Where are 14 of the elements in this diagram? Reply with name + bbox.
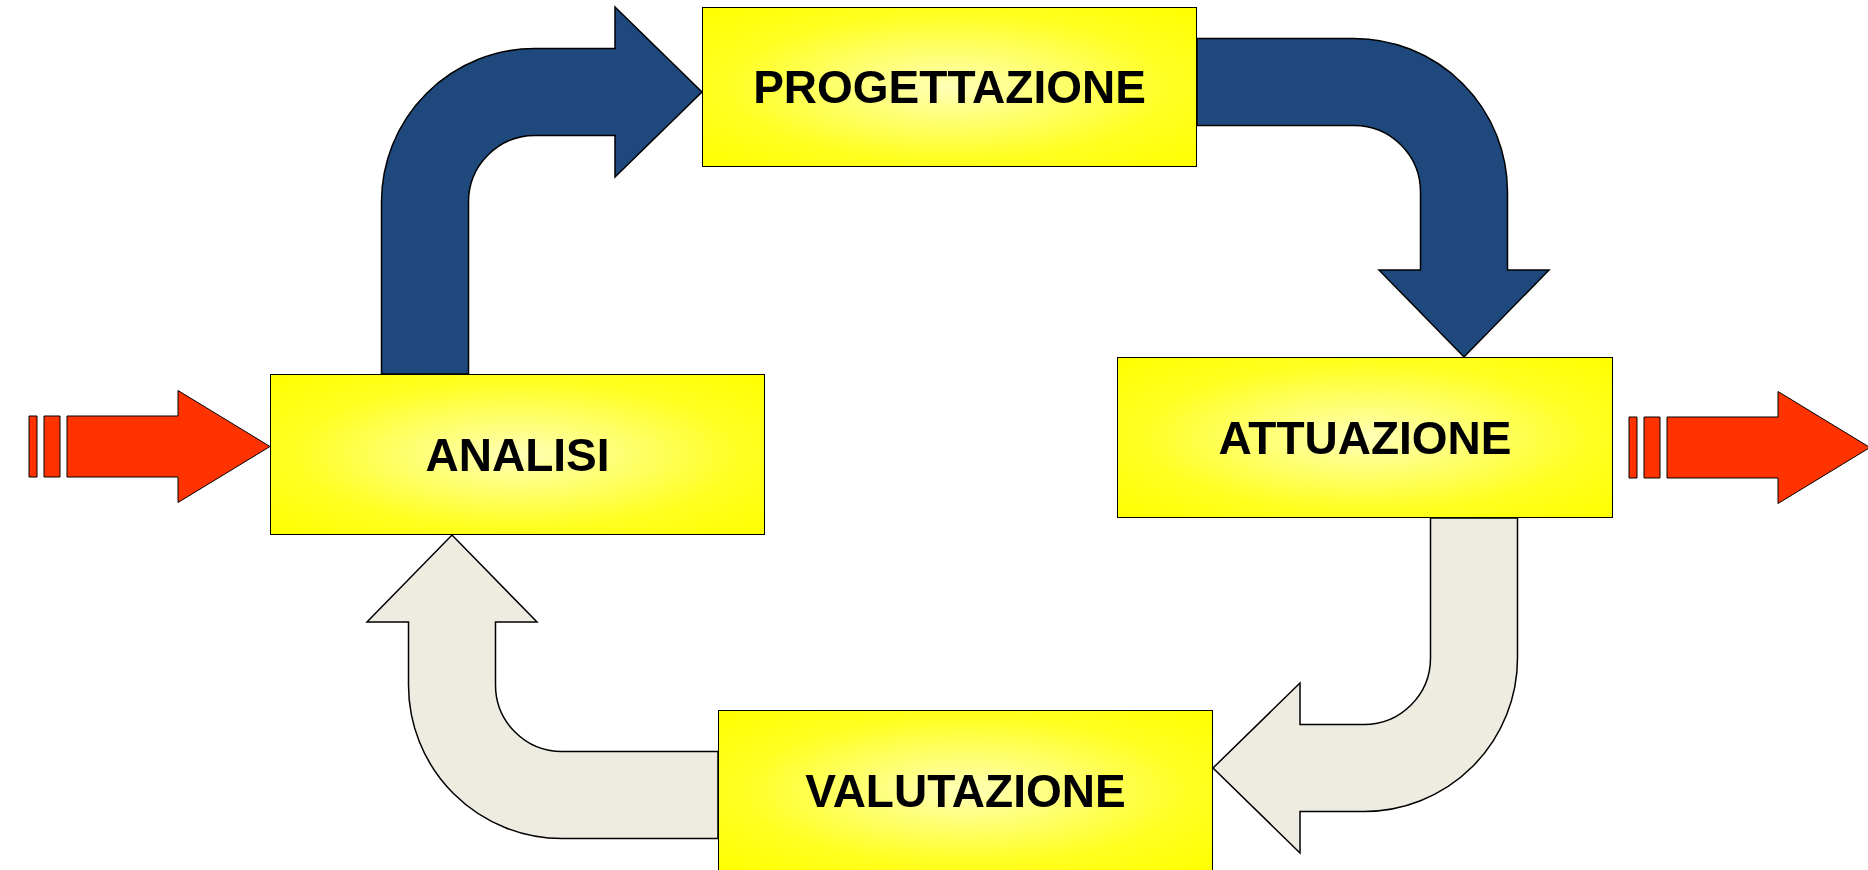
- stage-label: PROGETTAZIONE: [753, 64, 1146, 110]
- stage-box: [270, 374, 765, 535]
- stage-label: ATTUAZIONE: [1218, 414, 1512, 461]
- curved-block-arrow: [1212, 517, 1519, 854]
- curved-block-arrow: [380, 6, 703, 375]
- stage-label: VALUTAZIONE: [805, 767, 1126, 814]
- curved-block-arrow: [366, 534, 719, 840]
- curved-block-arrow: [1196, 37, 1550, 358]
- stage-box: [702, 7, 1197, 167]
- stage-box: [718, 710, 1213, 870]
- stage-label: ANALISI: [425, 431, 610, 478]
- stage-box: [1117, 357, 1613, 518]
- block-arrow: [1628, 391, 1868, 504]
- block-arrow: [28, 390, 271, 503]
